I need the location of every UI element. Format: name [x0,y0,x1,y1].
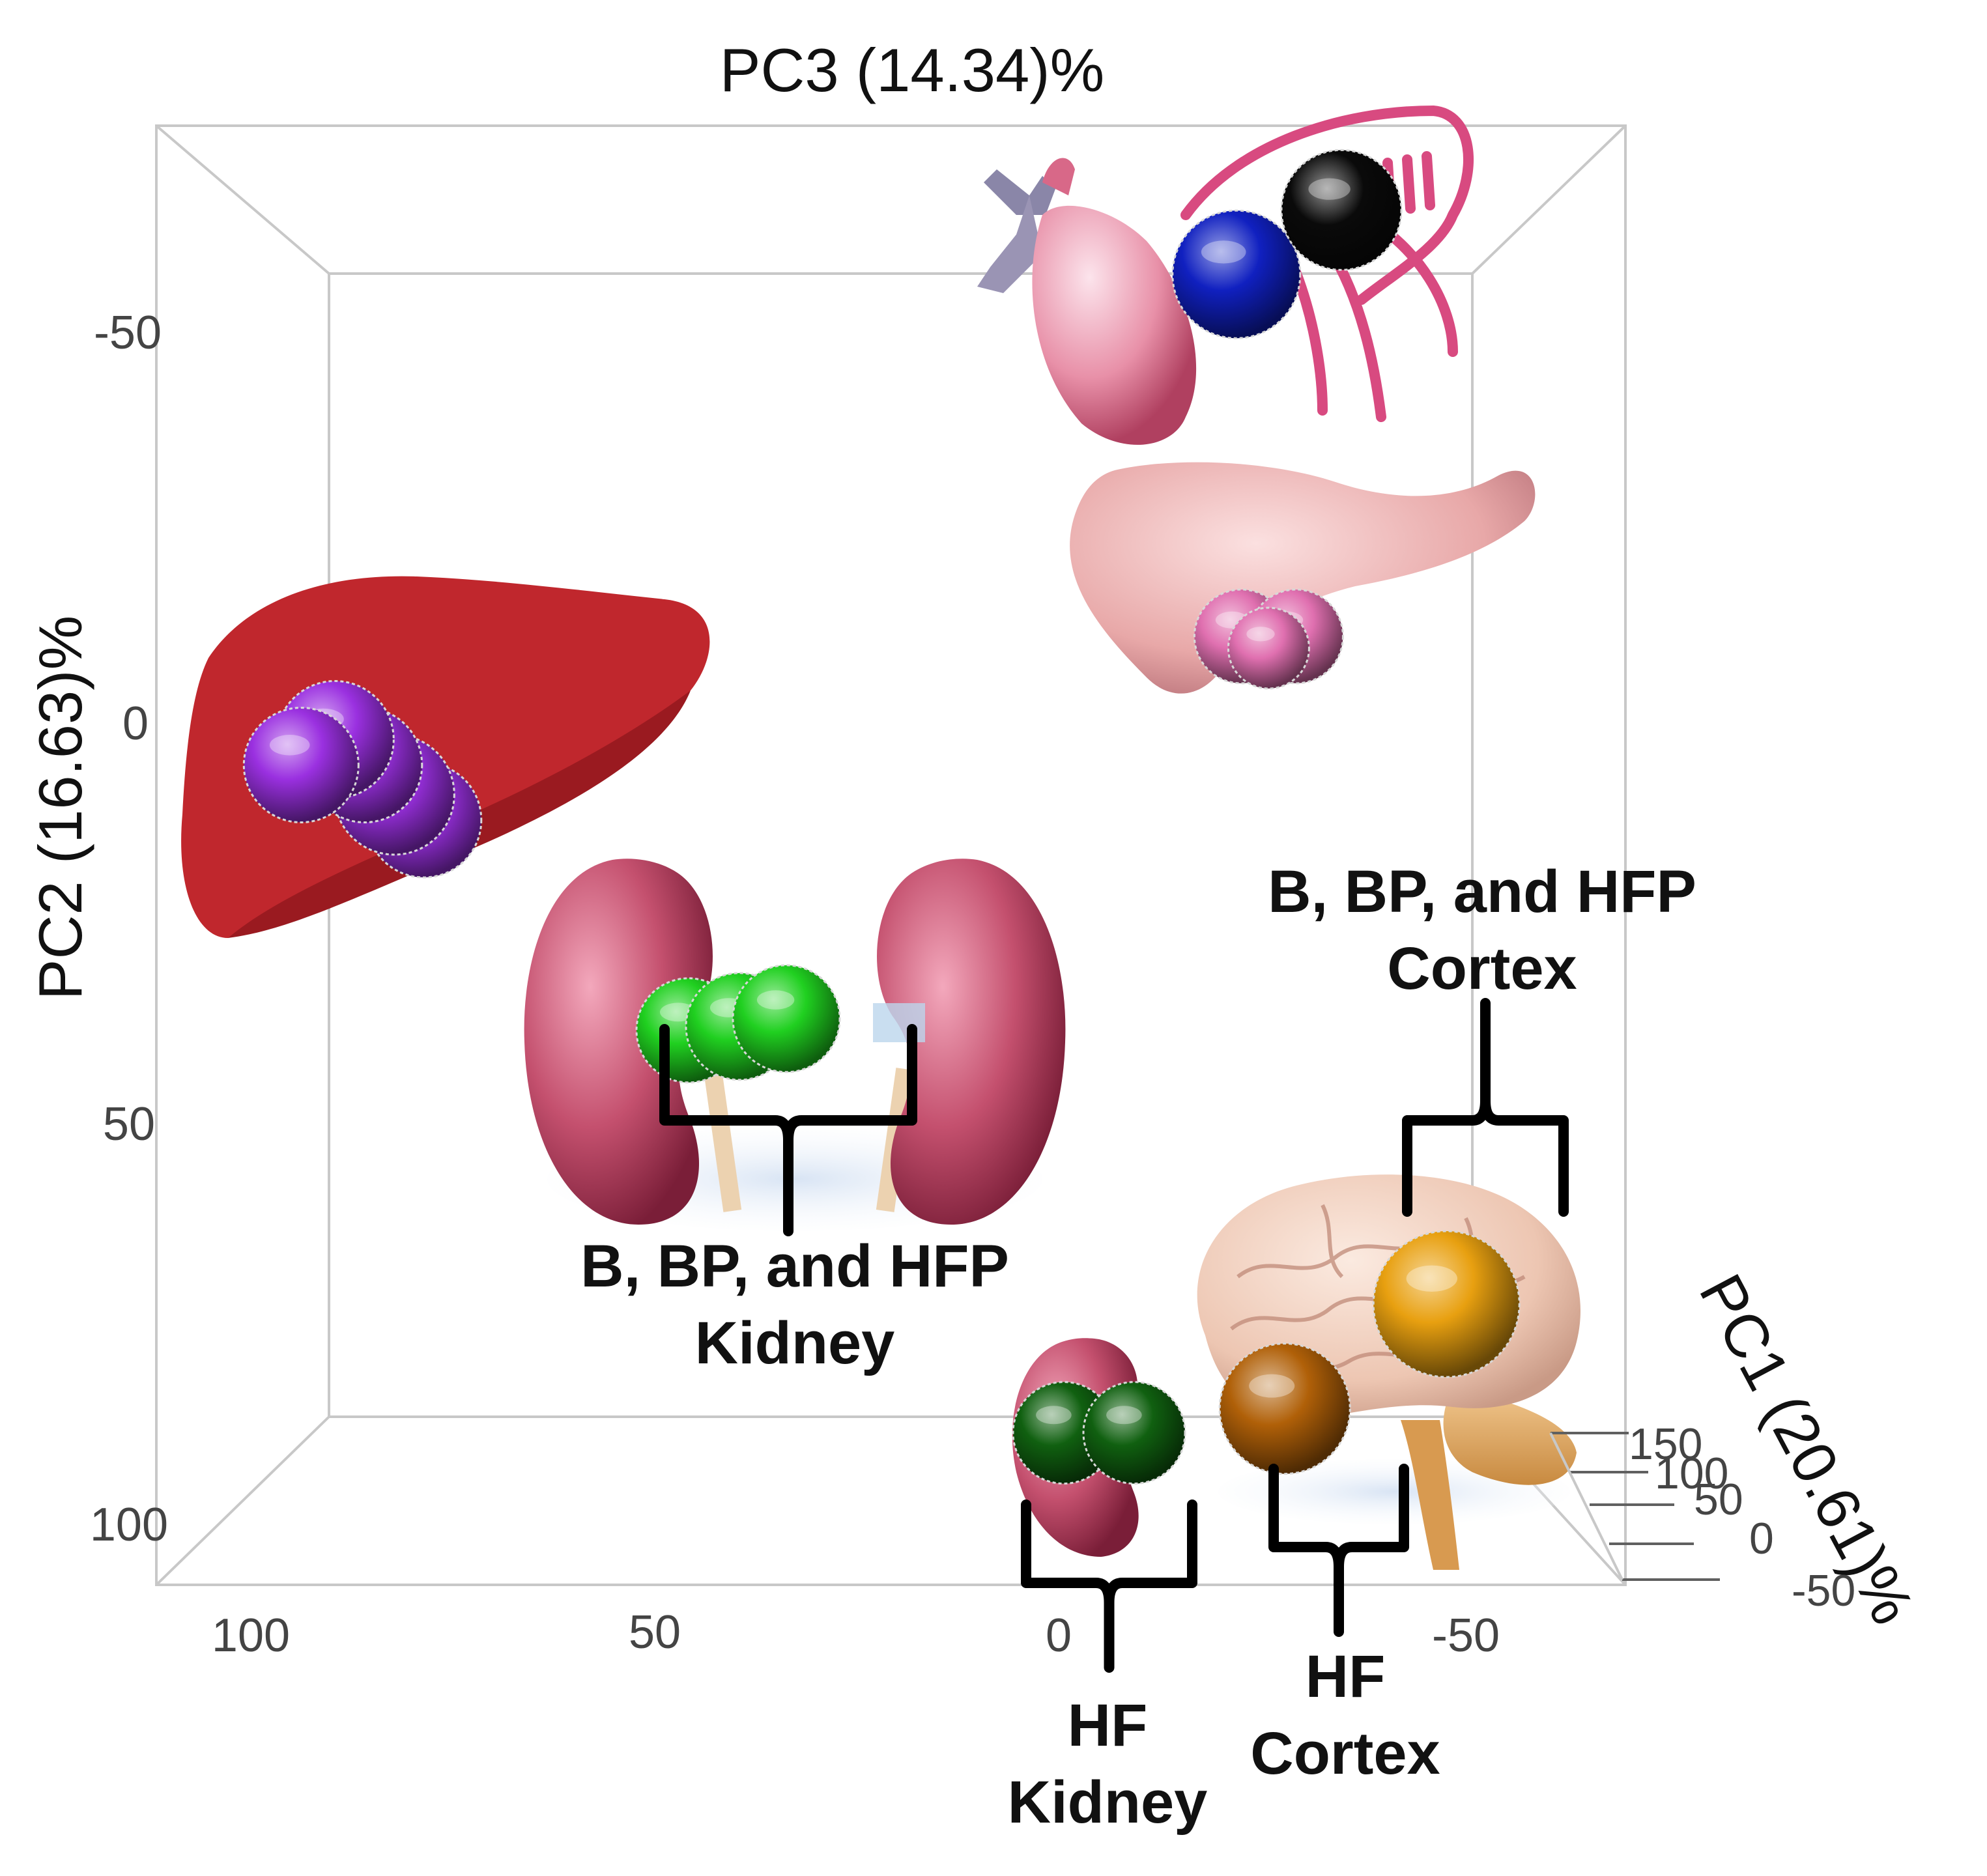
liver-icon [181,576,710,938]
clusters-layer [242,149,1521,1485]
sphere-highlight [1201,240,1246,264]
pc2-tick: 100 [90,1499,168,1551]
pc3-tick: 50 [629,1606,681,1658]
pc1-tick: 100 [1655,1449,1728,1498]
data-point-sphere [1280,149,1403,271]
annotation-brackets [659,998,1569,1673]
annotation-label-cortex-b-bp-hfp: B, BP, and HFP [1268,859,1696,925]
kidneys-icon [524,859,1066,1231]
bracket-kidney-hf [1021,1499,1197,1673]
annotation-labels: B, BP, and HFP Cortex B, BP, and HFP Kidney… [580,859,1696,1836]
pc3-tick: 100 [212,1610,290,1662]
pc2-tick: 0 [122,698,149,750]
cluster-pancreas [1193,588,1344,690]
sphere-highlight [269,735,310,756]
pc2-axis-ticks: -50 0 50 100 [90,307,168,1551]
sphere-highlight [1406,1265,1457,1292]
pc3-tick: -50 [1432,1610,1500,1662]
pc2-tick: -50 [94,307,162,359]
plot-box-frame [155,124,1627,1586]
sphere-highlight [1249,1374,1295,1398]
pc1-tick: 0 [1749,1514,1774,1563]
data-point-sphere [732,964,841,1073]
cluster-heart [1171,209,1302,339]
sphere-highlight [756,990,795,1010]
pc3-axis-label: PC3 (14.34)% [720,36,1104,104]
annotation-label-kidney-b-bp-hfp: Kidney [695,1310,895,1376]
cluster-kidney-hf [1012,1381,1186,1485]
pancreas-icon [1070,462,1536,694]
annotation-label-kidney-hf: HF [1068,1692,1148,1759]
pc1-tick: 150 [1629,1419,1702,1469]
box-front-face [155,124,1627,1586]
cluster-gut [1280,149,1403,271]
data-point-sphere [1372,1230,1521,1378]
data-point-sphere [1171,209,1302,339]
annotation-label-kidney-b-bp-hfp: B, BP, and HFP [580,1233,1009,1300]
box-edge [155,124,330,275]
heart-icon [977,158,1197,445]
bracket-kidney-b-bp-hfp [659,1024,917,1236]
data-point-sphere [1082,1381,1186,1485]
sphere-highlight [1308,178,1351,200]
pc2-axis-label: PC2 (16.63)% [26,616,94,1000]
data-point-sphere [242,707,360,823]
annotation-label-cortex-b-bp-hfp: Cortex [1387,935,1577,1002]
pc3-axis-ticks: 100 50 0 -50 [212,1606,1500,1662]
data-point-sphere [1227,606,1310,690]
box-edge [1471,124,1627,275]
bracket-cortex-hf [1268,1464,1409,1637]
data-point-sphere [1218,1343,1351,1475]
annotation-label-kidney-hf: Kidney [1008,1769,1208,1836]
pc1-tick: 50 [1694,1475,1743,1524]
pc1-tick: -50 [1792,1566,1855,1615]
box-edge [155,1415,330,1586]
pc3-tick: 0 [1046,1610,1072,1662]
bracket-cortex-b-bp-hfp [1402,998,1569,1217]
sphere-highlight [1106,1406,1142,1425]
pc1-axis-ticks-lines [1549,1432,1720,1581]
annotation-label-cortex-hf: HF [1306,1643,1386,1710]
pc1-axis-ticks: 150 100 50 0 -50 [1629,1419,1855,1615]
pc2-tick: 50 [103,1098,155,1150]
cluster-cortex-hf [1218,1343,1351,1475]
annotation-label-cortex-hf: Cortex [1250,1720,1440,1787]
sphere-highlight [1246,627,1275,642]
sphere-highlight [1036,1406,1072,1425]
cluster-cortex-b-bp-hfp [1372,1230,1521,1378]
cluster-liver [242,680,483,879]
